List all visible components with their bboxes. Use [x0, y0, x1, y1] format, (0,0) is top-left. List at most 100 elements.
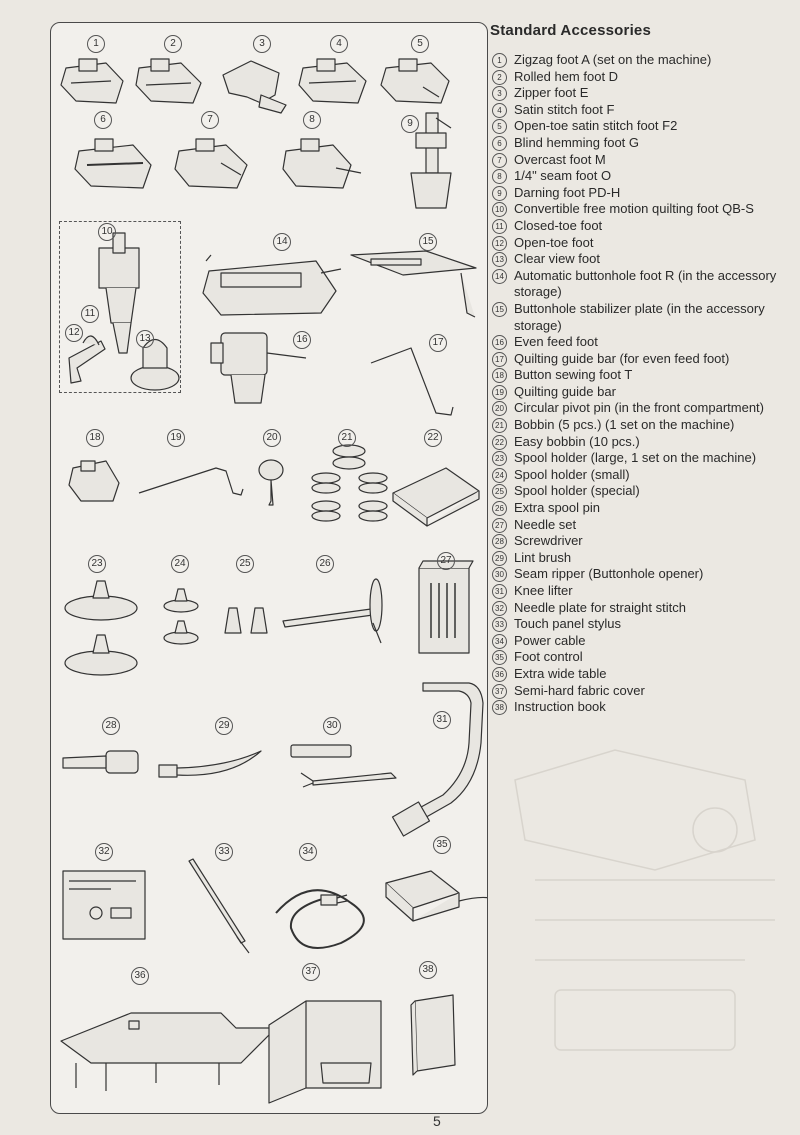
figure-number: 6: [94, 111, 112, 129]
figure-number: 20: [263, 429, 281, 447]
extra-wide-table-illustration: [60, 1012, 277, 1091]
figure-number: 21: [338, 429, 356, 447]
darning-foot-illustration: [410, 112, 452, 209]
figure-number: 5: [411, 35, 429, 53]
figure-number: 15: [419, 233, 437, 251]
easy-bobbin-case-illustration: [392, 467, 480, 527]
figure-number: 19: [167, 429, 185, 447]
accessory-number: 5: [492, 119, 507, 135]
bobbins-illustration: [311, 444, 388, 522]
figure-number: 18: [86, 429, 104, 447]
accessory-label: Open-toe satin stitch foot F2: [514, 118, 678, 134]
accessory-number: 2: [492, 69, 507, 85]
figure-number: 17: [429, 334, 447, 352]
accessory-number: 22: [492, 434, 507, 450]
figure-number: 24: [171, 555, 189, 573]
accessory-number: 8: [492, 169, 507, 185]
accessory-label: Extra spool pin: [514, 500, 600, 516]
accessory-label: Zigzag foot A (set on the machine): [514, 52, 712, 67]
accessory-number: 29: [492, 550, 507, 566]
accessory-label: Overcast foot M: [514, 151, 606, 167]
accessory-number: 36: [492, 666, 507, 682]
accessory-item: 22 Easy bobbin (10 pcs.): [490, 434, 795, 451]
accessory-label: Closed-toe foot: [514, 217, 603, 233]
figure-number: 10: [98, 223, 116, 241]
buttonhole-foot-illustration: [202, 254, 342, 316]
extra-spool-pin-illustration: [282, 578, 383, 644]
accessory-label: Spool holder (small): [514, 466, 630, 482]
even-feed-foot-illustration: [210, 332, 307, 404]
accessory-label: Power cable: [514, 632, 586, 648]
buttonhole-stabilizer-plate-illustration: [350, 250, 477, 318]
accessory-label: Open-toe foot: [514, 234, 594, 250]
figure-number: 28: [102, 717, 120, 735]
figure-number: 7: [201, 111, 219, 129]
accessory-number: 23: [492, 451, 507, 467]
zigzag-foot-illustration: [60, 58, 124, 104]
circular-pivot-pin-illustration: [258, 459, 284, 506]
accessory-label: Extra wide table: [514, 665, 607, 681]
accessory-number: 6: [492, 135, 507, 151]
accessory-label: 1/4" seam foot O: [514, 168, 612, 184]
quilting-guide-bar-illustration: [138, 467, 244, 496]
accessory-label: Rolled hem foot D: [514, 68, 619, 84]
accessory-number: 35: [492, 650, 507, 666]
power-cable-illustration: [275, 889, 365, 949]
accessory-label: Foot control: [514, 649, 583, 665]
accessory-number: 20: [492, 401, 507, 417]
quarter-inch-seam-foot-illustration: [282, 138, 362, 189]
figure-number: 38: [419, 961, 437, 979]
overcast-foot-illustration: [174, 138, 248, 189]
figure-number: 30: [323, 717, 341, 735]
blind-hemming-foot-illustration: [74, 138, 152, 189]
accessory-number: 12: [492, 235, 507, 251]
accessory-number: 11: [492, 218, 507, 234]
figure-number: 34: [299, 843, 317, 861]
open-toe-foot-illustration: [68, 335, 106, 384]
accessories-illustration-panel: 1 2 3 4 5 6 7 8 9 10 11 12 13 14 15 16 1…: [50, 22, 488, 1114]
accessory-label: Buttonhole stabilizer plate (in the acce…: [514, 300, 765, 333]
accessory-label: Even feed foot: [514, 334, 598, 350]
figure-number: 1: [87, 35, 105, 53]
figure-number: 2: [164, 35, 182, 53]
accessory-label: Button sewing foot T: [514, 367, 633, 383]
accessory-number: 26: [492, 501, 507, 517]
accessory-item: 7 Overcast foot M: [490, 152, 795, 169]
accessory-number: 7: [492, 152, 507, 168]
accessory-number: 34: [492, 633, 507, 649]
accessory-number: 32: [492, 600, 507, 616]
screwdriver-illustration: [62, 750, 139, 774]
knee-lifter-illustration: [391, 682, 484, 837]
figure-number: 35: [433, 836, 451, 854]
accessory-item: 35 Foot control: [490, 649, 795, 666]
accessory-label: Circular pivot pin (in the front compart…: [514, 400, 764, 416]
accessory-label: Quilting guide bar (for even feed foot): [514, 350, 730, 366]
accessory-number: 28: [492, 534, 507, 550]
accessory-item: 2 Rolled hem foot D: [490, 69, 795, 86]
accessory-number: 30: [492, 567, 507, 583]
needle-plate-straight-stitch-illustration: [62, 870, 146, 940]
figure-number: 23: [88, 555, 106, 573]
accessory-number: 37: [492, 683, 507, 699]
accessory-item: 36 Extra wide table: [490, 666, 795, 683]
figure-number: 9: [401, 115, 419, 133]
accessory-label: Easy bobbin (10 pcs.): [514, 433, 640, 449]
page-number: 5: [433, 1113, 441, 1129]
accessory-number: 15: [492, 301, 507, 317]
